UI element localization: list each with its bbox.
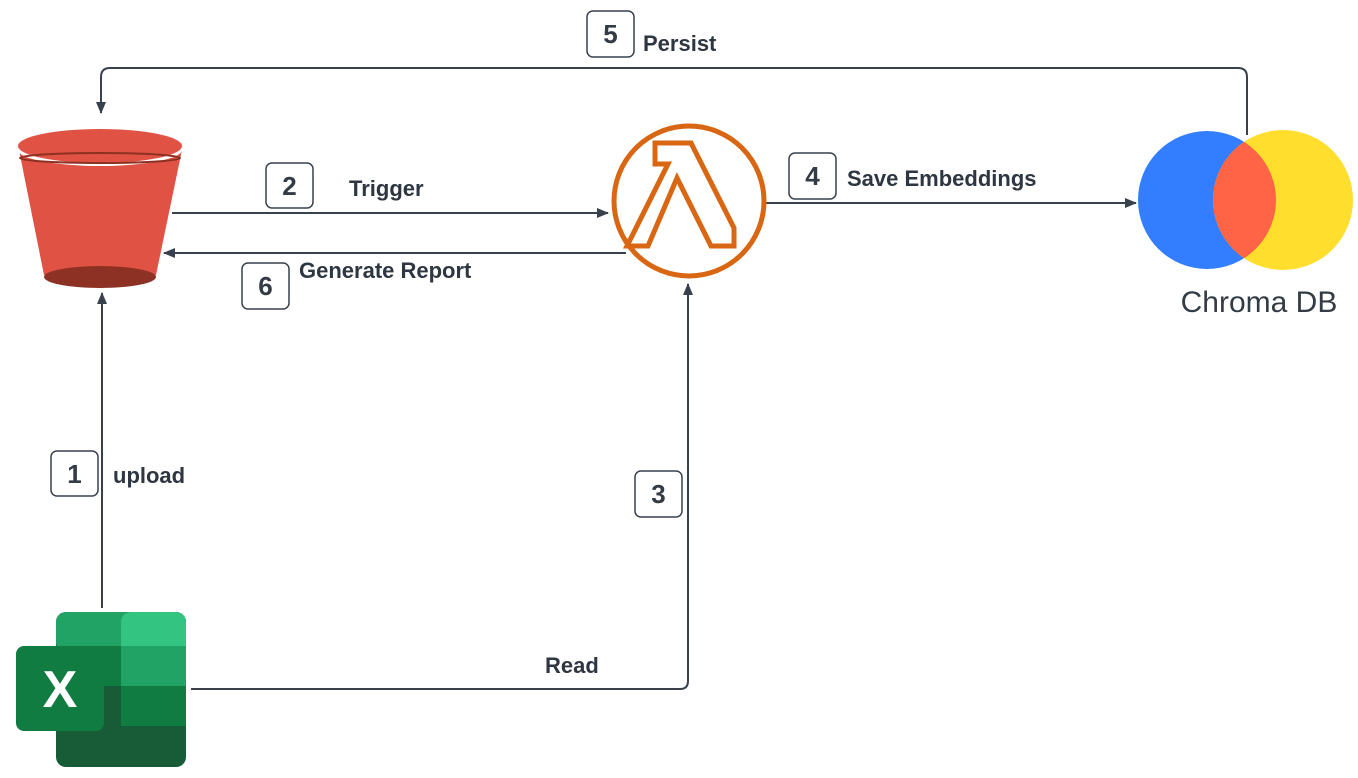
chroma-db-label: Chroma DB — [1181, 286, 1338, 319]
s3-bucket-icon — [18, 129, 182, 288]
step-1-label: upload — [113, 463, 185, 488]
step-5-badge: 5 — [586, 10, 635, 58]
step-1-number: 1 — [67, 459, 81, 489]
step-4-number: 4 — [805, 161, 820, 191]
step-3-label: Read — [545, 653, 599, 678]
excel-icon: X — [16, 612, 186, 767]
step-6-label: Generate Report — [299, 258, 472, 283]
step-1-badge: 1 — [50, 450, 99, 497]
step-4-label: Save Embeddings — [847, 166, 1037, 191]
step-6-badge: 6 — [241, 262, 290, 310]
step-4-badge: 4 — [788, 152, 837, 200]
lambda-icon — [611, 123, 767, 279]
step-2-badge: 2 — [265, 162, 314, 209]
step-3-badge: 3 — [634, 470, 683, 518]
chroma-db-icon — [1138, 130, 1353, 270]
step-2-label: Trigger — [349, 176, 424, 201]
persist-connector — [96, 67, 1248, 135]
step-6-number: 6 — [258, 271, 272, 301]
step-3-number: 3 — [651, 479, 665, 509]
read-connector — [191, 283, 693, 690]
step-5-number: 5 — [603, 19, 617, 49]
excel-letter: X — [43, 661, 78, 719]
step-5-label: Persist — [643, 31, 717, 56]
step-2-number: 2 — [282, 171, 296, 201]
